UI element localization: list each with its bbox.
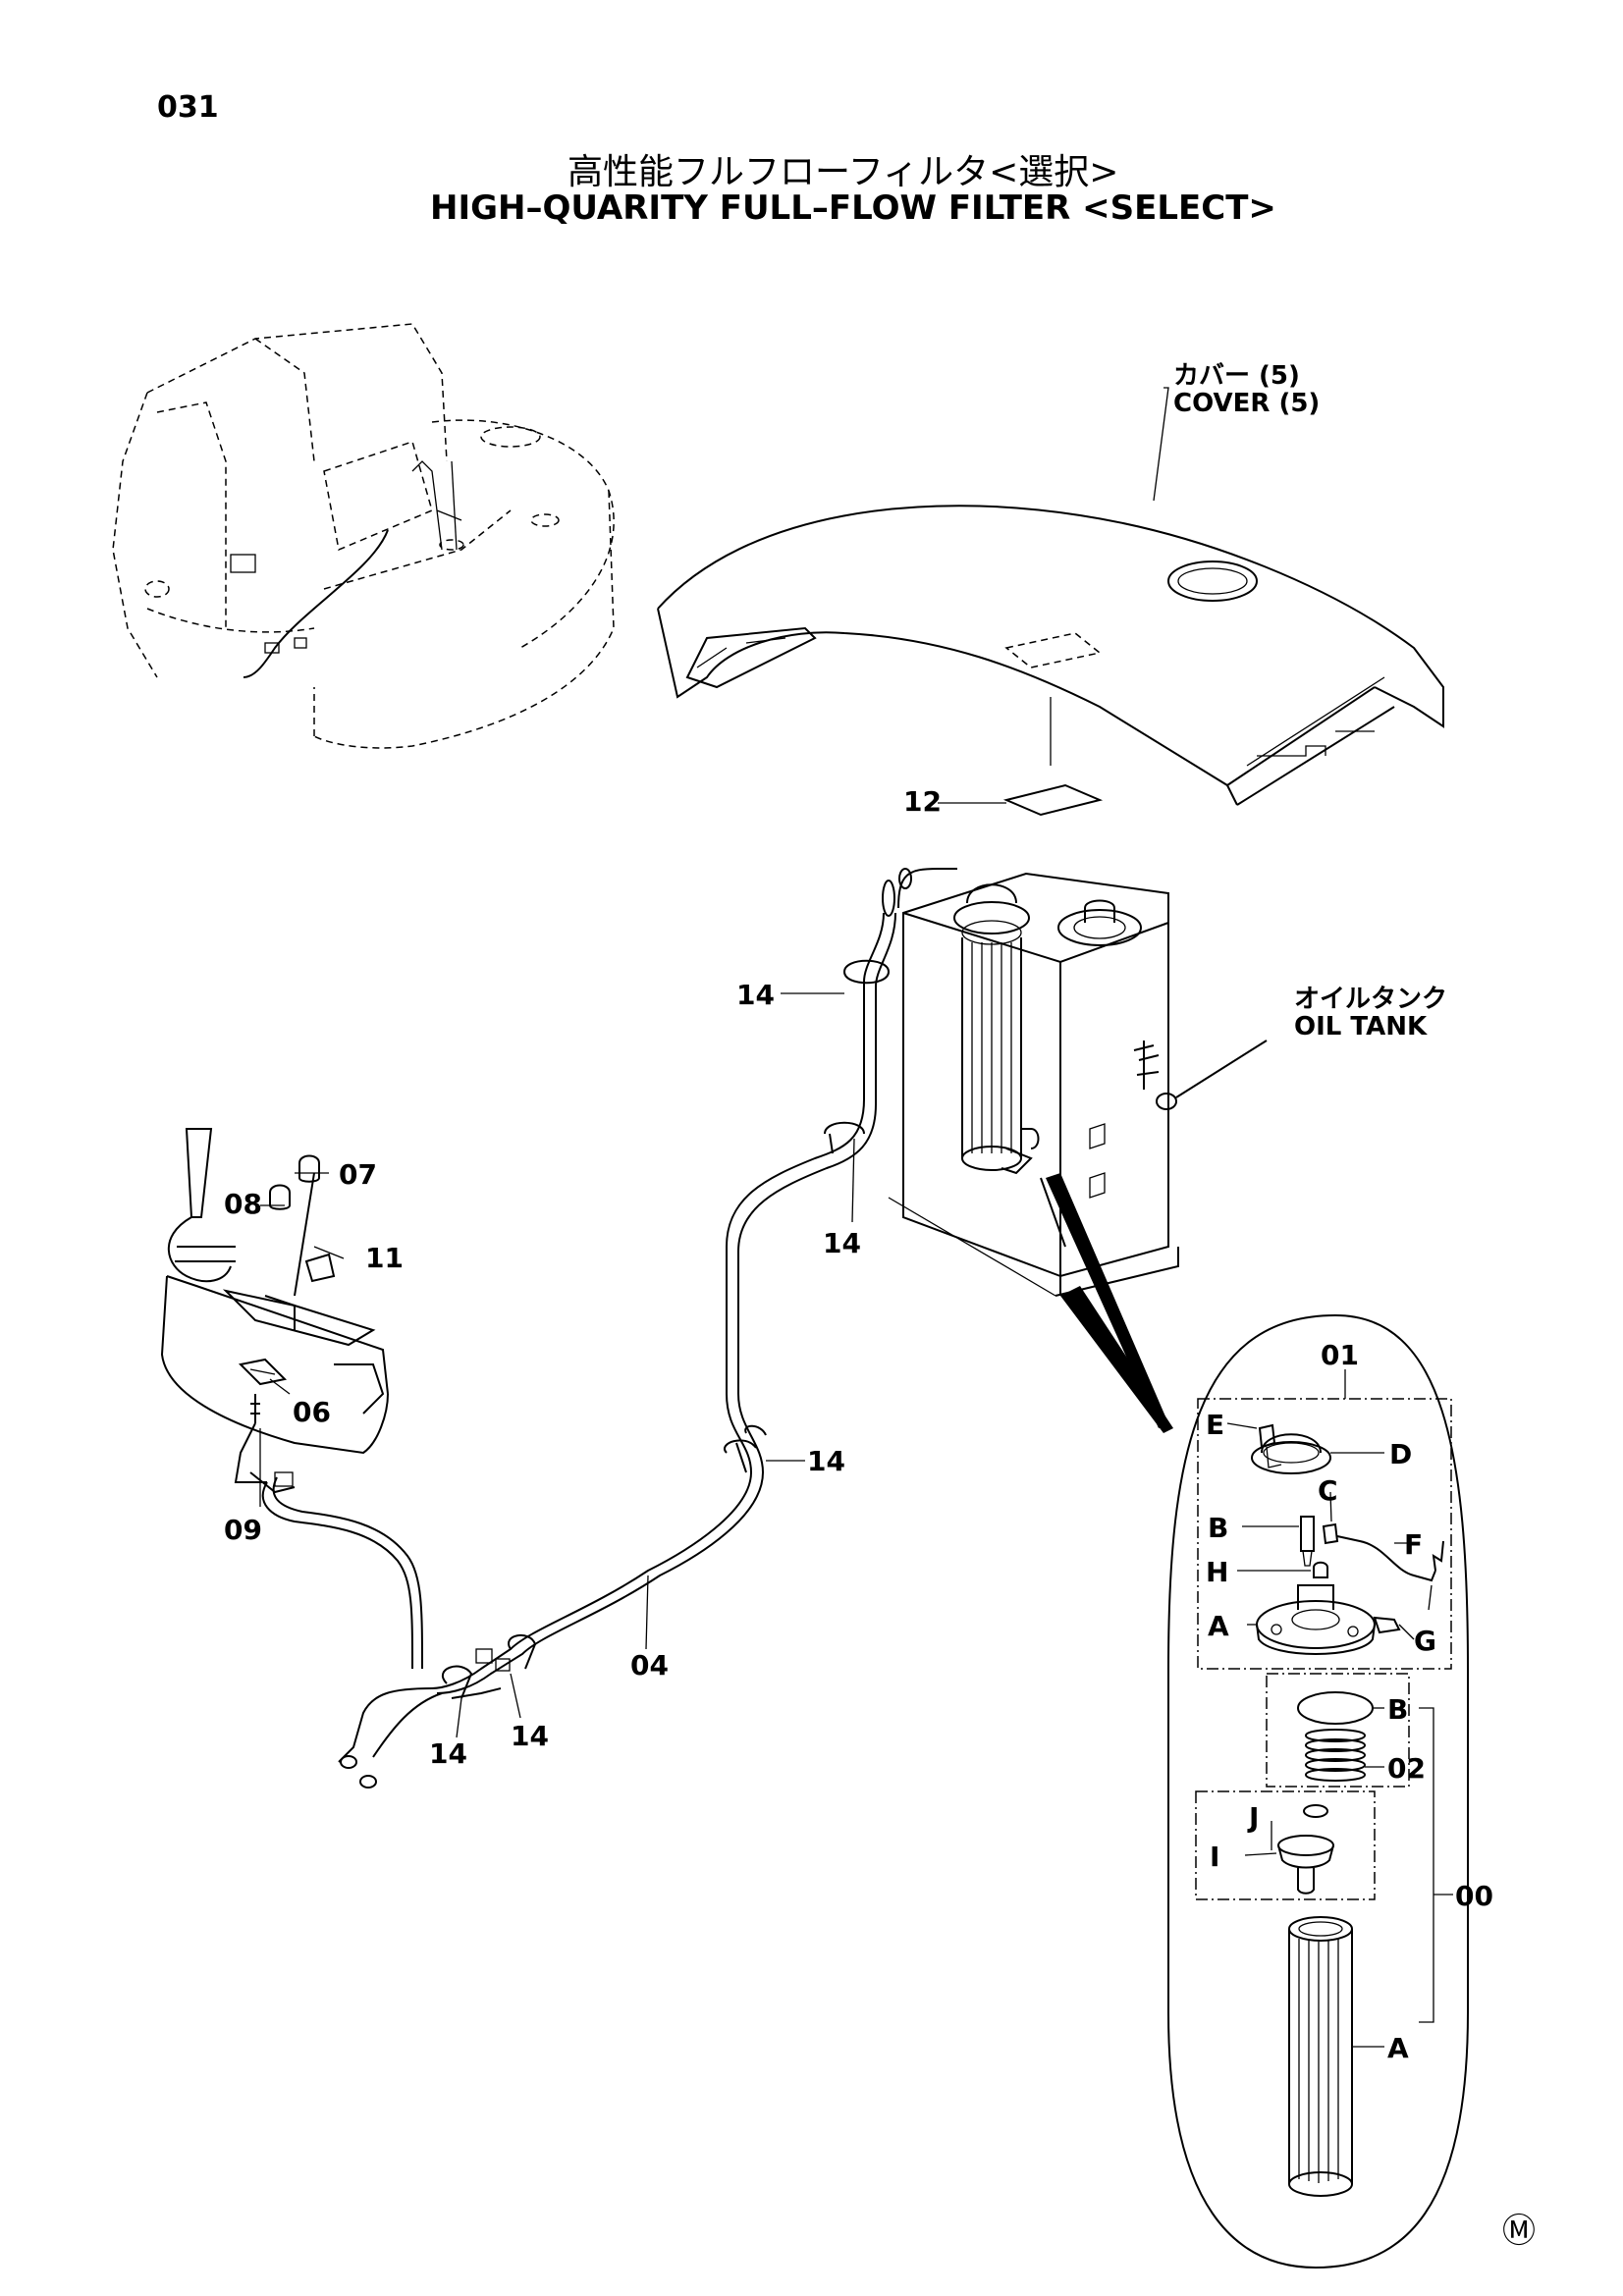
oil-tank-label-japanese: オイルタンク — [1294, 985, 1448, 1014]
cover-label-english: COVER (5) — [1173, 389, 1321, 418]
callout-letter-d: D — [1389, 1438, 1413, 1470]
callout-01: 01 — [1321, 1339, 1359, 1371]
callout-08: 08 — [224, 1188, 262, 1220]
title-japanese: 高性能フルフローフィルタ<選択> — [568, 152, 1119, 192]
callout-04: 04 — [630, 1649, 669, 1682]
control-console-drawing — [160, 1128, 389, 1494]
callout-letter-i: I — [1210, 1841, 1220, 1873]
page-number: 031 — [157, 90, 219, 125]
callout-letter-b: B — [1208, 1512, 1229, 1544]
m-mark-icon: Ⓜ — [1502, 2212, 1536, 2251]
callout-letter-g: G — [1414, 1625, 1436, 1657]
excavator-overview-drawing — [112, 323, 615, 749]
cover-drawing — [657, 387, 1444, 817]
callout-14: 14 — [807, 1445, 845, 1477]
callout-14: 14 — [511, 1720, 549, 1752]
callout-12: 12 — [903, 785, 942, 818]
callout-letter-a: A — [1208, 1610, 1229, 1642]
callout-letter-h: H — [1206, 1556, 1229, 1588]
callout-letter-f: F — [1404, 1528, 1424, 1561]
callout-letter-a: A — [1387, 2032, 1409, 2064]
leader-lines — [259, 992, 855, 1738]
callout-09: 09 — [224, 1514, 262, 1546]
hose-drawing — [261, 868, 957, 1789]
callout-14: 14 — [429, 1737, 467, 1770]
callout-letter-e: E — [1206, 1409, 1225, 1441]
callout-11: 11 — [365, 1242, 404, 1274]
filter-detail-bubble — [1046, 1173, 1469, 2269]
callout-letter-c: C — [1318, 1474, 1338, 1507]
oil-tank-label-english: OIL TANK — [1294, 1012, 1428, 1041]
callout-00: 00 — [1455, 1880, 1493, 1912]
callout-letter-j: J — [1249, 1801, 1260, 1834]
callout-02: 02 — [1387, 1752, 1426, 1785]
callout-14: 14 — [736, 979, 775, 1011]
callout-07: 07 — [339, 1158, 377, 1191]
callout-14: 14 — [823, 1227, 861, 1259]
callout-letter-b: B — [1387, 1693, 1409, 1726]
title-english: HIGH–QUARITY FULL–FLOW FILTER <SELECT> — [430, 188, 1276, 228]
cover-label-japanese: カバー (5) — [1173, 361, 1300, 391]
callout-06: 06 — [293, 1396, 331, 1428]
